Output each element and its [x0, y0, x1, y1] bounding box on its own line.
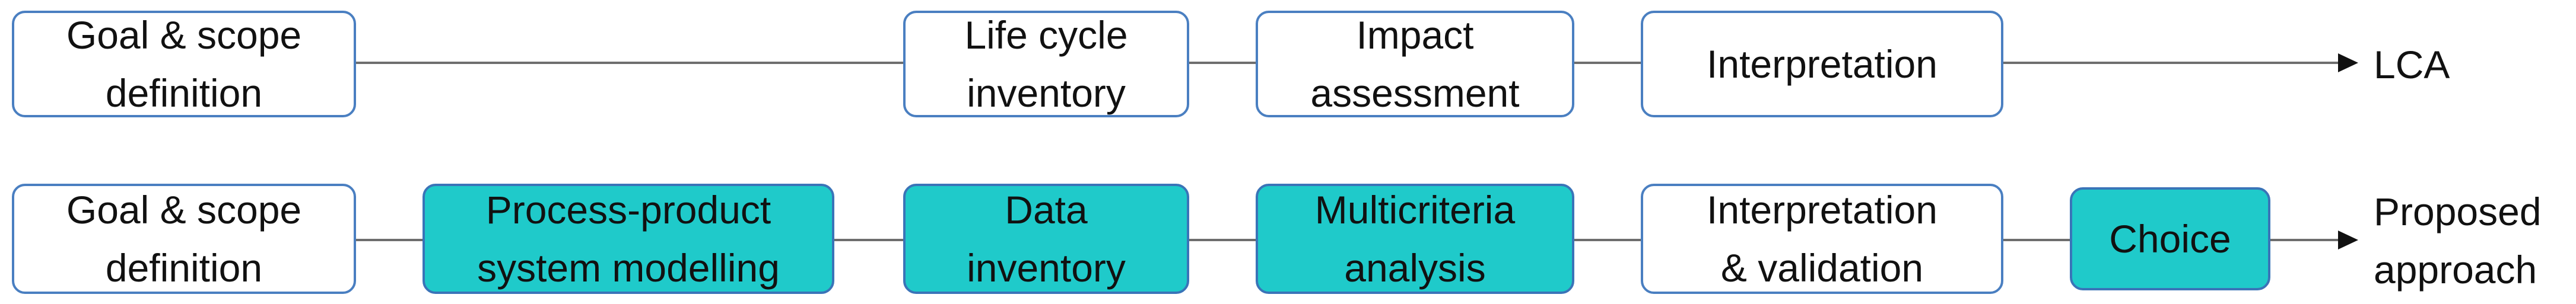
connector: [1574, 62, 1641, 64]
step-data-inventory: Data inventory: [903, 184, 1189, 294]
step-goal-scope-definition: Goal & scope definition: [12, 11, 356, 117]
step-choice: Choice: [2070, 187, 2270, 290]
output-proposed-approach: Proposed approach: [2374, 190, 2542, 292]
step-process-product-system-modelling: Process-product system modelling: [423, 184, 834, 294]
arrow-head-icon: [2338, 53, 2358, 72]
connector: [356, 239, 423, 241]
step-multicriteria-analysis: Multicriteria analysis: [1256, 184, 1574, 294]
arrow-head-icon: [2338, 231, 2358, 249]
step-interpretation-validation: Interpretation & validation: [1641, 184, 2003, 294]
step-impact-assessment: Impact assessment: [1256, 11, 1574, 117]
connector: [2003, 62, 2342, 64]
connector: [356, 62, 903, 64]
connector: [1189, 62, 1256, 64]
connector: [2003, 239, 2070, 241]
connector: [1574, 239, 1641, 241]
step-interpretation: Interpretation: [1641, 11, 2003, 117]
connector: [1189, 239, 1256, 241]
connector: [2270, 239, 2342, 241]
connector: [834, 239, 903, 241]
output-lca: LCA: [2374, 43, 2450, 87]
step-life-cycle-inventory: Life cycle inventory: [903, 11, 1189, 117]
step-goal-scope-definition: Goal & scope definition: [12, 184, 356, 294]
